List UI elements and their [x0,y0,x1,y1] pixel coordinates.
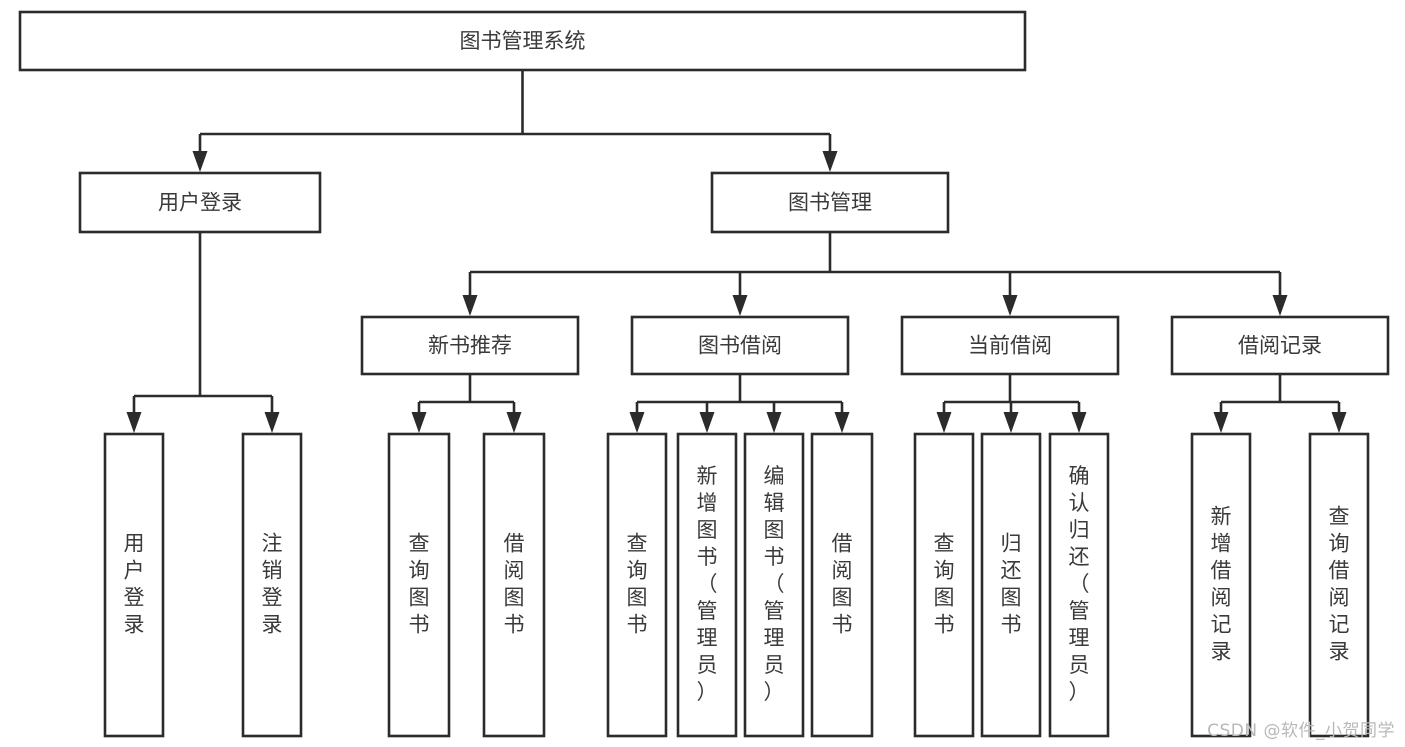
node-label-leaf-borrow-book-2: 借阅图书 [832,532,853,637]
connector-group-user-login [126,232,280,433]
connector-group-borrow-record [1213,374,1347,433]
connector-group-book-mgmt [462,232,1288,316]
node-box-leaf-add-book[interactable] [676,432,738,738]
node-user-login[interactable]: 用户登录 [78,171,322,234]
arrow-head-icon [629,412,645,433]
arrow-head-icon [936,412,952,433]
node-layer: 图书管理系统用户登录图书管理新书推荐图书借阅当前借阅借阅记录用户登录注销登录查询… [18,10,1390,738]
node-leaf-borrow-book-2[interactable]: 借阅图书 [810,432,874,738]
node-label-book-mgmt: 图书管理 [788,191,872,215]
node-label-root: 图书管理系统 [460,29,586,53]
node-box-current-borrow[interactable] [900,315,1120,376]
arrow-head-icon [732,295,748,316]
node-label-new-book-rec: 新书推荐 [428,334,512,358]
arrow-head-icon [1003,412,1019,433]
arrow-head-icon [192,151,208,172]
node-box-borrow-record[interactable] [1170,315,1390,376]
node-leaf-confirm-return[interactable]: 确认归还（管理员） [1048,432,1110,738]
connector-group-current-borrow [936,374,1087,433]
node-box-new-book-rec[interactable] [360,315,580,376]
node-leaf-return-book[interactable]: 归还图书 [980,432,1042,738]
node-box-leaf-return-book[interactable] [980,432,1042,738]
node-book-borrow[interactable]: 图书借阅 [630,315,850,376]
arrow-head-icon [766,412,782,433]
node-box-leaf-user-login[interactable] [103,432,165,738]
node-leaf-query-book-2[interactable]: 查询图书 [606,432,668,738]
node-leaf-edit-book[interactable]: 编辑图书（管理员） [743,432,805,738]
node-label-leaf-logout: 注销登录 [262,532,283,637]
node-label-leaf-query-book-2: 查询图书 [627,532,648,637]
arrow-head-icon [411,412,427,433]
node-box-leaf-query-book-1[interactable] [387,432,451,738]
arrow-head-icon [699,412,715,433]
node-label-leaf-borrow-book-1: 借阅图书 [504,532,525,637]
node-label-leaf-edit-book: 编辑图书（管理员） [764,464,785,704]
node-box-leaf-query-book-3[interactable] [913,432,975,738]
node-label-leaf-add-record: 新增借阅记录 [1211,505,1232,664]
arrow-head-icon [462,295,478,316]
node-leaf-query-book-3[interactable]: 查询图书 [913,432,975,738]
arrow-head-icon [506,412,522,433]
connector-group-book-borrow [629,374,850,433]
node-root[interactable]: 图书管理系统 [18,10,1027,72]
node-leaf-logout[interactable]: 注销登录 [241,432,303,738]
node-label-leaf-query-book-1: 查询图书 [409,532,430,637]
node-box-leaf-add-record[interactable] [1190,432,1252,738]
node-borrow-record[interactable]: 借阅记录 [1170,315,1390,376]
arrow-head-icon [822,151,838,172]
node-box-leaf-borrow-book-2[interactable] [810,432,874,738]
node-leaf-borrow-book-1[interactable]: 借阅图书 [482,432,546,738]
node-new-book-rec[interactable]: 新书推荐 [360,315,580,376]
node-label-leaf-user-login: 用户登录 [124,532,145,637]
node-label-leaf-query-book-3: 查询图书 [934,532,955,637]
node-leaf-query-book-1[interactable]: 查询图书 [387,432,451,738]
arrow-head-icon [264,412,280,433]
connector-group-root [192,70,838,172]
node-box-book-mgmt[interactable] [710,171,950,234]
node-current-borrow[interactable]: 当前借阅 [900,315,1120,376]
watermark-label: CSDN @软件_小贺同学 [1207,721,1395,741]
node-label-book-borrow: 图书借阅 [698,334,782,358]
node-label-current-borrow: 当前借阅 [968,334,1052,358]
node-box-user-login[interactable] [78,171,322,234]
node-leaf-add-record[interactable]: 新增借阅记录 [1190,432,1252,738]
node-box-leaf-query-record[interactable] [1308,432,1370,738]
node-box-leaf-edit-book[interactable] [743,432,805,738]
arrow-head-icon [1331,412,1347,433]
node-label-user-login: 用户登录 [158,191,242,215]
arrow-head-icon [1071,412,1087,433]
arrow-head-icon [1272,295,1288,316]
node-box-root[interactable] [18,10,1027,72]
node-leaf-user-login[interactable]: 用户登录 [103,432,165,738]
node-label-leaf-add-book: 新增图书（管理员） [697,464,718,704]
arrow-head-icon [1002,295,1018,316]
arrow-head-icon [126,412,142,433]
node-box-leaf-query-book-2[interactable] [606,432,668,738]
node-leaf-add-book[interactable]: 新增图书（管理员） [676,432,738,738]
node-label-leaf-return-book: 归还图书 [1001,532,1022,637]
node-label-borrow-record: 借阅记录 [1238,334,1322,358]
connector-group-new-book-rec [411,374,522,433]
node-leaf-query-record[interactable]: 查询借阅记录 [1308,432,1370,738]
node-box-leaf-logout[interactable] [241,432,303,738]
node-book-mgmt[interactable]: 图书管理 [710,171,950,234]
node-box-leaf-borrow-book-1[interactable] [482,432,546,738]
arrow-head-icon [834,412,850,433]
node-box-leaf-confirm-return[interactable] [1048,432,1110,738]
connector-layer [126,70,1347,433]
node-label-leaf-confirm-return: 确认归还（管理员） [1069,464,1090,704]
arrow-head-icon [1213,412,1229,433]
node-box-book-borrow[interactable] [630,315,850,376]
node-label-leaf-query-record: 查询借阅记录 [1329,505,1350,664]
